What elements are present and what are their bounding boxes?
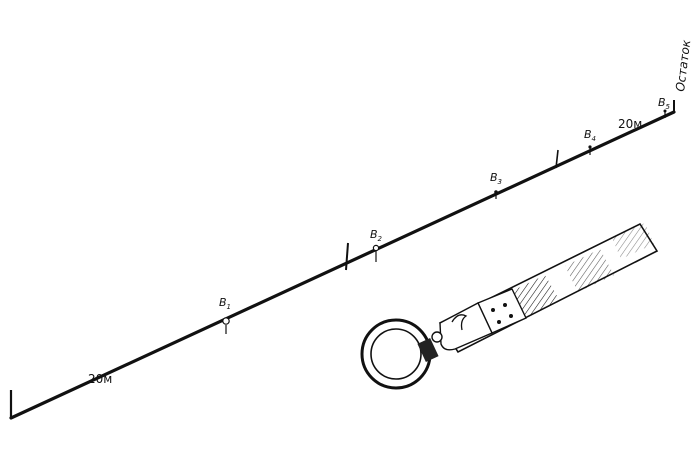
remainder-label: Остаток (673, 38, 692, 92)
tape-handle-illustration (360, 222, 659, 390)
distance-label-start: 20м (88, 372, 112, 386)
label-b2: B2 (370, 228, 383, 243)
pin-b5 (663, 109, 667, 118)
label-b1: B1 (219, 296, 231, 311)
pin-b1 (222, 317, 230, 334)
pin-b4 (588, 145, 592, 155)
tape-line (9, 100, 676, 420)
label-b4: B4 (584, 128, 596, 143)
distance-label-end: 20м (618, 117, 642, 131)
tape-end-marker-2 (555, 149, 559, 169)
label-b5: B5 (658, 96, 671, 111)
tape-end-marker-1 (345, 242, 349, 271)
pin-b2 (372, 244, 380, 262)
label-b3: B3 (490, 171, 502, 186)
pin-b3 (494, 190, 498, 199)
